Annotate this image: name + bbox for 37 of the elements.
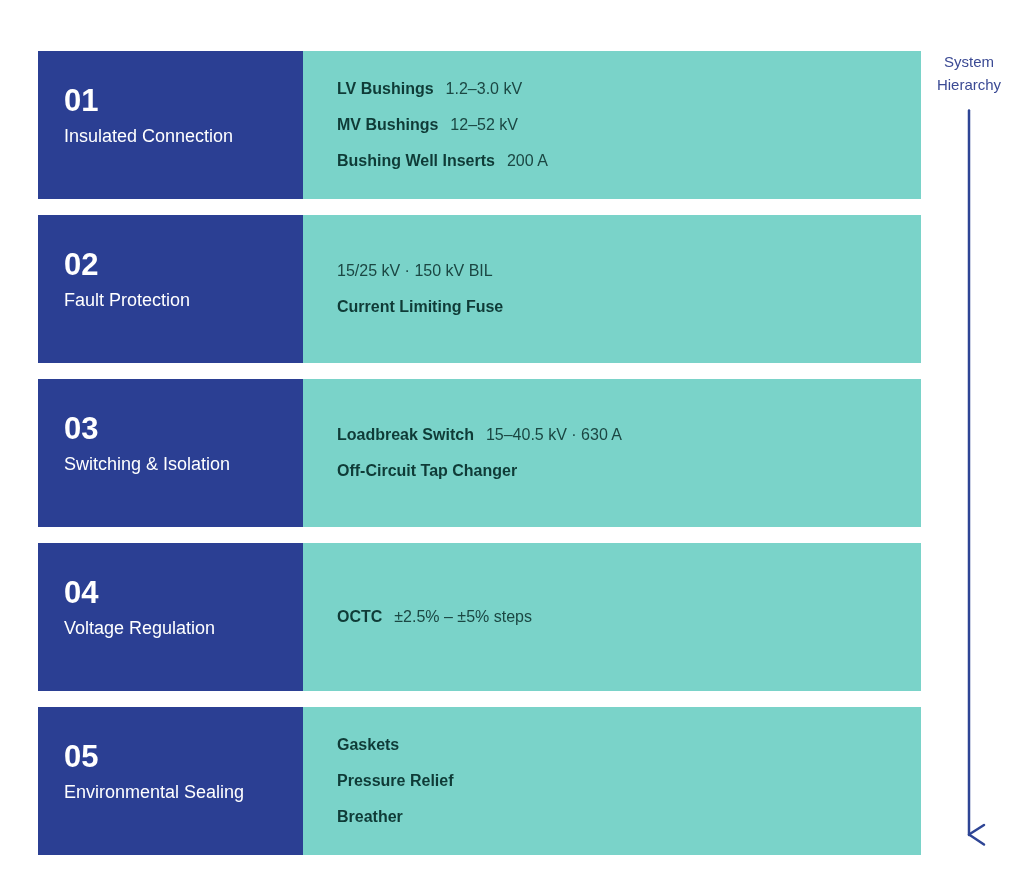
component-name: Gaskets — [337, 735, 400, 755]
stage-number: 05 — [64, 739, 100, 775]
rating-value: 15/25 kV · 150 kV BIL — [337, 261, 493, 281]
rating-value: 200 A — [506, 151, 548, 171]
component-name: MV Bushings — [337, 115, 439, 135]
component-name: LV Bushings — [337, 79, 434, 99]
component-name: Loadbreak Switch — [337, 425, 474, 445]
component-panel — [303, 51, 921, 199]
stage-number: 01 — [64, 83, 100, 119]
rating-value: 1.2–3.0 kV — [445, 79, 523, 99]
component-name: Off-Circuit Tap Changer — [337, 461, 518, 481]
component-name: OCTC — [337, 607, 383, 627]
axis-label: System Hierarchy — [935, 52, 1003, 95]
stage-number: 02 — [64, 247, 100, 283]
rating-value: ±2.5% – ±5% steps — [394, 607, 532, 627]
component-panel — [303, 215, 921, 363]
component-name: Pressure Relief — [337, 771, 454, 791]
component-panel — [303, 543, 921, 691]
component-name: Breather — [337, 807, 403, 827]
stage-title: Fault Protection — [64, 289, 192, 311]
stage-title: Insulated Connection — [64, 125, 235, 147]
rating-value: 15–40.5 kV · 630 A — [485, 425, 623, 445]
rating-value: 12–52 kV — [450, 115, 518, 135]
component-panel — [303, 707, 921, 855]
stage-title: Switching & Isolation — [64, 453, 232, 475]
stage-box — [38, 379, 303, 527]
stage-number: 03 — [64, 411, 100, 447]
component-name: Current Limiting Fuse — [337, 297, 504, 317]
stage-box — [38, 215, 303, 363]
component-panel — [303, 379, 921, 527]
stage-box — [38, 543, 303, 691]
stage-box — [38, 707, 303, 855]
component-name: Bushing Well Inserts — [337, 151, 495, 171]
stage-number: 04 — [64, 575, 100, 611]
stage-title: Environmental Sealing — [64, 781, 246, 803]
stage-title: Voltage Regulation — [64, 617, 217, 639]
stage-box — [38, 51, 303, 199]
